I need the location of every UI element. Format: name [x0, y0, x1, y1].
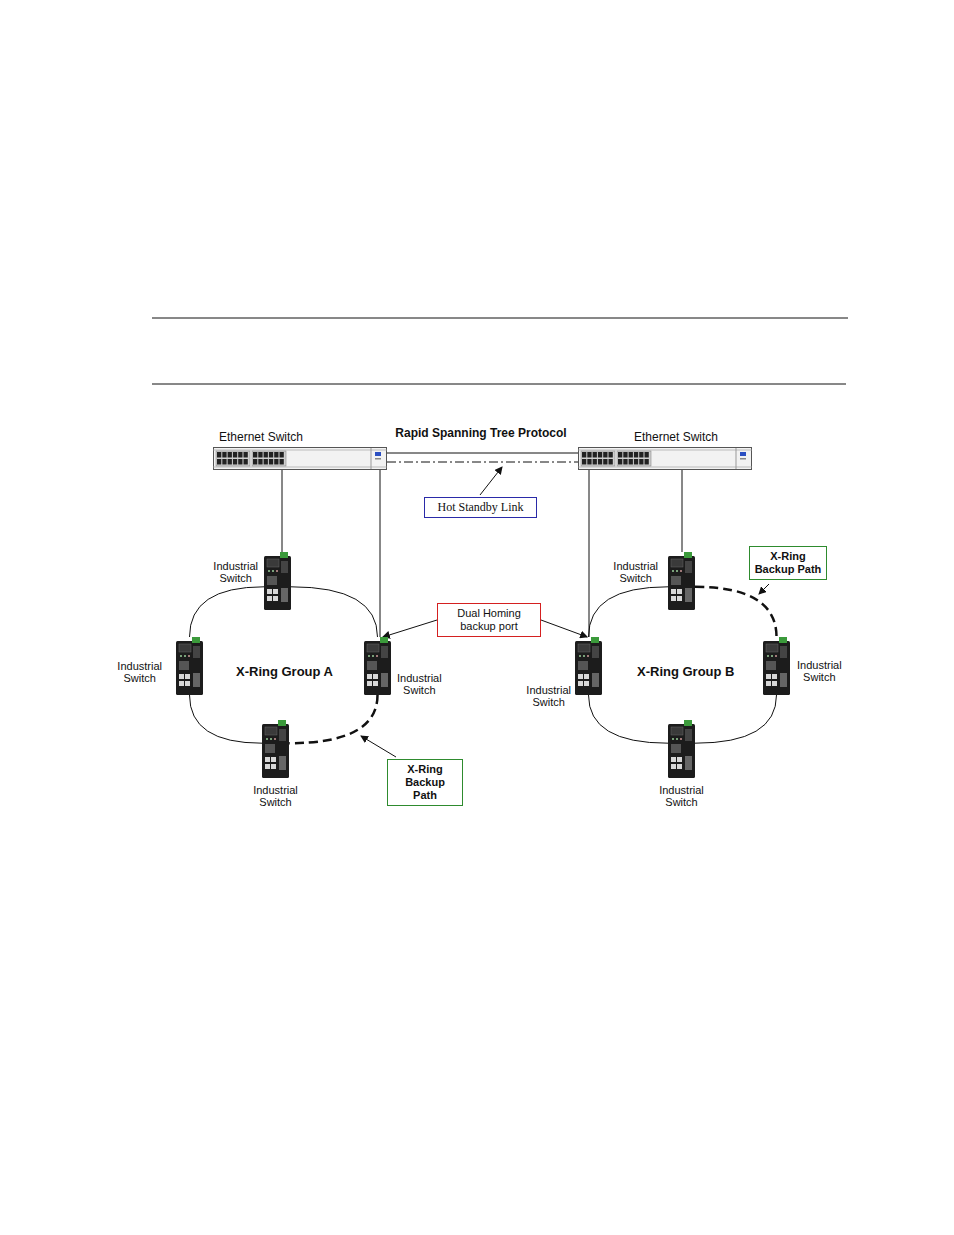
- network-link: [541, 620, 587, 637]
- industrial-switch-icon: [668, 720, 695, 778]
- callout-text: X-Ring Backup Path: [754, 550, 822, 576]
- switch-label: Ethernet Switch: [634, 430, 718, 444]
- group-label: X-Ring Group B: [637, 664, 735, 679]
- rack-switch-icon: [578, 447, 752, 470]
- leader-line: [361, 736, 396, 757]
- ring-link: [190, 695, 263, 743]
- network-link: [589, 470, 590, 637]
- ring-link: [289, 695, 378, 743]
- diagram-title: Rapid Spanning Tree Protocol: [395, 426, 566, 440]
- group-label: X-Ring Group A: [236, 664, 333, 679]
- industrial-switch-icon: [763, 637, 790, 695]
- industrial-switch: Industrial Switch: [763, 637, 790, 695]
- callout-box: X-Ring Backup Path: [749, 546, 827, 580]
- rack-switch-icon: [213, 447, 387, 470]
- callout-box: Hot Standby Link: [424, 497, 537, 518]
- switch-label: Industrial Switch: [797, 659, 842, 683]
- switch-label: Industrial Switch: [213, 560, 258, 584]
- switch-label: Industrial Switch: [117, 660, 162, 684]
- industrial-switch-icon: [262, 720, 289, 778]
- industrial-switch-icon: [176, 637, 203, 695]
- callout-box: Dual Homing backup port: [437, 603, 541, 637]
- industrial-switch-icon: [668, 552, 695, 610]
- ethernet-switch: Ethernet Switch: [578, 447, 752, 470]
- ring-link: [589, 695, 669, 743]
- industrial-switch: Industrial Switch: [575, 637, 602, 695]
- network-link: [682, 470, 683, 552]
- industrial-switch-icon: [364, 637, 391, 695]
- ring-link: [190, 587, 265, 637]
- industrial-switch: Industrial Switch: [668, 552, 695, 610]
- ring-link: [695, 587, 777, 637]
- rule-line: [152, 318, 848, 319]
- ring-link: [589, 587, 669, 637]
- network-link: [380, 470, 381, 637]
- network-link: [387, 462, 578, 463]
- switch-label: Industrial Switch: [526, 684, 571, 708]
- ring-link: [695, 695, 777, 743]
- ring-link: [291, 587, 378, 637]
- industrial-switch: Industrial Switch: [176, 637, 203, 695]
- network-link: [387, 453, 578, 454]
- callout-text: X-Ring Backup Path: [392, 763, 458, 802]
- industrial-switch: Industrial Switch: [264, 552, 291, 610]
- industrial-switch: Industrial Switch: [262, 720, 289, 778]
- network-link: [383, 620, 437, 637]
- callout-text: Dual Homing backup port: [442, 607, 536, 633]
- leader-line: [759, 584, 769, 594]
- industrial-switch-icon: [264, 552, 291, 610]
- switch-label: Industrial Switch: [613, 560, 658, 584]
- switch-label: Industrial Switch: [659, 784, 704, 808]
- switch-label: Industrial Switch: [253, 784, 298, 808]
- ethernet-switch: Ethernet Switch: [213, 447, 387, 470]
- switch-label: Ethernet Switch: [219, 430, 303, 444]
- industrial-switch: Industrial Switch: [364, 637, 391, 695]
- switch-label: Industrial Switch: [397, 672, 442, 696]
- industrial-switch: Industrial Switch: [668, 720, 695, 778]
- network-link: [282, 470, 283, 552]
- leader-line: [480, 467, 502, 495]
- callout-text: Hot Standby Link: [429, 501, 532, 514]
- industrial-switch-icon: [575, 637, 602, 695]
- rule-line: [152, 384, 846, 385]
- callout-box: X-Ring Backup Path: [387, 759, 463, 806]
